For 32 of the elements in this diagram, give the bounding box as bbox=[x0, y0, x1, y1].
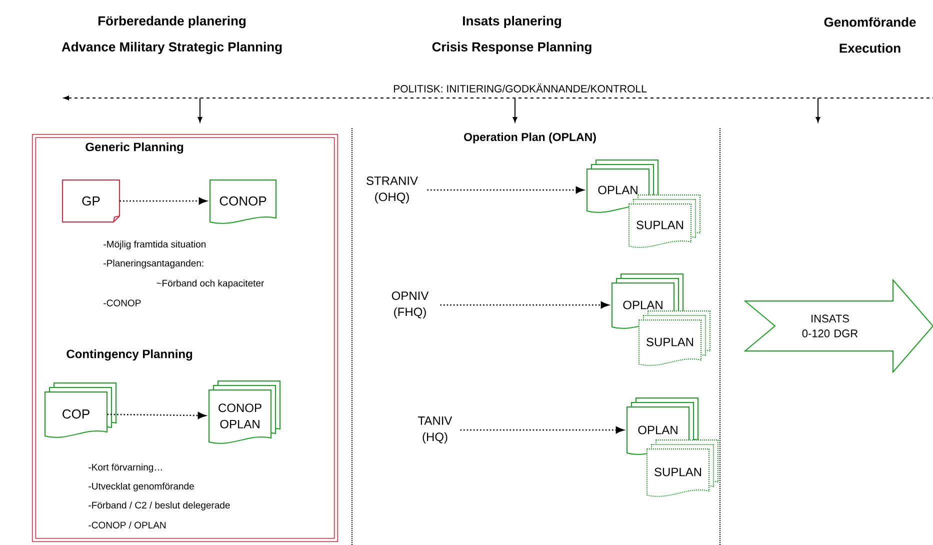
heading: Crisis Response Planning bbox=[432, 42, 592, 54]
level-label: STRANIV (OHQ) bbox=[366, 176, 418, 204]
heading: Förberedande planering bbox=[98, 16, 246, 28]
note-text: -Planeringsantaganden: bbox=[104, 260, 204, 268]
control-label: POLITISK: INITIERING/GODKÄNNANDE/KONTROLL bbox=[391, 82, 649, 94]
document-stack: COP bbox=[44, 382, 116, 438]
document-stack: CONOP OPLAN bbox=[208, 380, 280, 444]
arrow bbox=[460, 426, 624, 434]
arrow bbox=[440, 302, 609, 308]
note-text: -Utvecklat genomförande bbox=[88, 482, 194, 492]
arrow bbox=[120, 198, 207, 204]
heading: Contingency Planning bbox=[66, 349, 192, 361]
level-label: TANIV (HQ) bbox=[418, 416, 452, 444]
arrow bbox=[427, 186, 584, 194]
heading: Operation Plan (OPLAN) bbox=[464, 132, 596, 144]
document-stack: SUPLAN bbox=[628, 194, 700, 248]
heading: Insats planering bbox=[463, 16, 561, 28]
note-text: -Möjlig framtida situation bbox=[104, 240, 206, 250]
heading: Generic Planning bbox=[86, 142, 184, 154]
planning-panel bbox=[32, 134, 338, 542]
note-text: -Kort förvarning… bbox=[88, 464, 162, 472]
note-text: -CONOP / OPLAN bbox=[88, 522, 166, 528]
note-text: ~Förband och kapaciteter bbox=[156, 280, 264, 288]
arrow bbox=[107, 412, 206, 419]
document-stack: SUPLAN bbox=[646, 440, 718, 497]
level-label: OPNIV (FHQ) bbox=[392, 291, 429, 319]
heading: Execution bbox=[840, 43, 900, 53]
note-text: -CONOP bbox=[104, 300, 141, 306]
heading: Genomförande bbox=[824, 17, 916, 27]
heading: Advance Military Strategic Planning bbox=[62, 42, 282, 54]
note-text: -Förband / C2 / beslut delegerade bbox=[88, 502, 230, 510]
document-stack: SUPLAN bbox=[638, 310, 710, 366]
